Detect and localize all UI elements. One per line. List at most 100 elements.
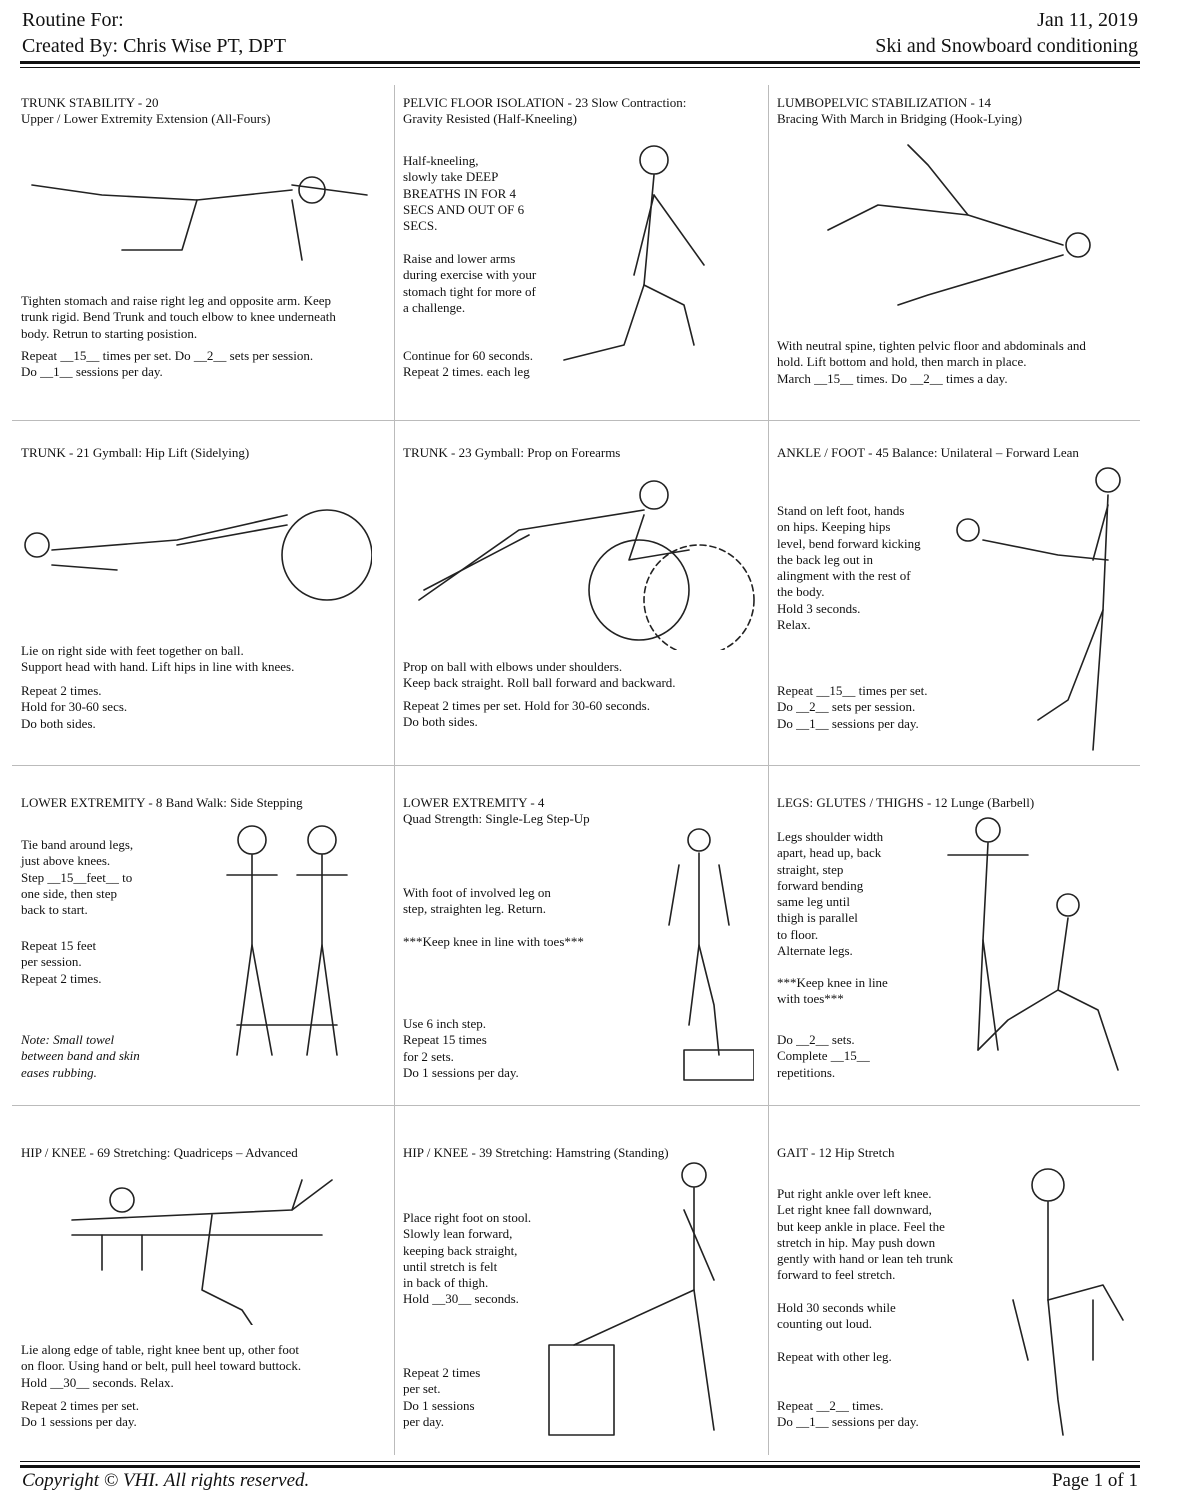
instruction-line: SECS AND OUT OF 6 [403, 201, 525, 217]
instruction-line: stomach tight for more of [403, 283, 536, 299]
instruction-block: With neutral spine, tighten pelvic floor… [777, 338, 1086, 387]
instruction-line: Do 1 sessions [403, 1397, 475, 1413]
figure-limb [698, 944, 720, 1056]
instruction-line: Support head with hand. Lift hips in lin… [21, 659, 295, 675]
instruction-line: Repeat 2 times per set. [21, 1398, 140, 1413]
figure-head [237, 825, 267, 855]
instruction-line: one side, then step [21, 885, 118, 901]
instruction-line: With neutral spine, tighten pelvic floor… [777, 338, 1086, 353]
figure-limb [51, 564, 118, 571]
figure-head [1065, 232, 1091, 258]
exercise-illustration [207, 815, 367, 1085]
exercise-card: TRUNK - 21 Gymball: Hip Lift (Sidelying)… [12, 420, 393, 765]
instruction-line: BREATHS IN FOR 4 [403, 185, 517, 201]
instruction-block: Repeat 2 times per set. Hold for 30-60 s… [403, 698, 650, 731]
instruction-line: Relax. [777, 617, 811, 633]
exercise-card: ANKLE / FOOT - 45 Balance: Unilateral – … [768, 420, 1140, 765]
instruction-line: level, bend forward kicking [777, 535, 921, 551]
exercise-illustration [544, 1160, 764, 1450]
instruction-line: the back leg out in [777, 551, 874, 567]
instruction-line: for 2 sets. [403, 1048, 454, 1064]
instruction-line: on hips. Keeping hips [777, 519, 891, 535]
instruction-line: in back of thigh. [403, 1275, 489, 1291]
instruction-line: the body. [777, 584, 825, 600]
figure-limb [977, 842, 989, 1051]
instruction-line: straight, step [777, 861, 844, 877]
figure-head [681, 1162, 707, 1188]
instruction-line: Repeat 15 times [403, 1032, 487, 1048]
instruction-line: a challenge. [403, 299, 466, 315]
created-by: Created By: Chris Wise PT, DPT [22, 35, 286, 57]
figure-limb [1012, 1299, 1029, 1361]
figure-limb [176, 524, 288, 546]
figure-limb [907, 144, 969, 216]
instruction-line: per day. [403, 1413, 445, 1429]
exercise-card: LEGS: GLUTES / THIGHS - 12 Lunge (Barbel… [768, 765, 1140, 1105]
instruction-line: hold. Lift bottom and hold, then march i… [777, 354, 1027, 370]
instruction-line: Do 1 sessions per day. [403, 1064, 519, 1080]
instruction-line: keeping back straight, [403, 1242, 518, 1258]
instruction-line: Repeat __15__ times per set. [777, 683, 928, 698]
figure-limb [1057, 917, 1119, 1071]
instruction-line: slowly take DEEP [403, 169, 499, 185]
exercise-card: HIP / KNEE - 39 Stretching: Hamstring (S… [394, 1105, 767, 1450]
gymball [643, 544, 755, 656]
instruction-line: Repeat 2 times. [21, 970, 102, 986]
figure-limb [291, 184, 368, 196]
instruction-line: Do __1__ sessions per day. [777, 1414, 919, 1430]
instruction-block: Continue for 60 seconds.Repeat 2 times. … [403, 348, 533, 381]
exercise-title-line: HIP / KNEE - 39 Stretching: Hamstring (S… [403, 1145, 669, 1160]
instruction-block: Prop on ball with elbows under shoulders… [403, 659, 676, 692]
exercise-title-line: PELVIC FLOOR ISOLATION - 23 Slow Contrac… [403, 95, 687, 110]
instruction-line: Do 1 sessions per day. [21, 1414, 137, 1430]
exercise-illustration [993, 1160, 1138, 1450]
exercise-title-line: TRUNK - 21 Gymball: Hip Lift (Sidelying) [21, 445, 250, 460]
instruction-line: on floor. Using hand or belt, pull heel … [21, 1358, 302, 1374]
exercise-title: HIP / KNEE - 39 Stretching: Hamstring (S… [403, 1145, 669, 1161]
page-number: Page 1 of 1 [1051, 1470, 1138, 1491]
figure-limb [291, 199, 303, 261]
figure-limb [418, 509, 645, 601]
instruction-line: thigh is parallel [777, 910, 858, 926]
instruction-line: eases rubbing. [21, 1064, 97, 1080]
figure-limb [573, 1289, 695, 1346]
figure-head [1031, 1168, 1065, 1202]
figure-limb [121, 199, 198, 251]
row-divider [12, 1105, 1140, 1106]
date: Jan 11, 2019 [1037, 9, 1138, 31]
figure-limb [51, 514, 288, 551]
instruction-line: Do __1__ sessions per day. [777, 715, 919, 731]
instruction-line: gently with hand or lean teh trunk [777, 1251, 954, 1267]
instruction-line: body. Retrun to starting posistion. [21, 325, 198, 341]
instruction-line: stretch in hip. May push down [777, 1234, 936, 1250]
instruction-line: until stretch is felt [403, 1258, 498, 1274]
figure-limb [1047, 1299, 1064, 1436]
instruction-line: but keep ankle in place. Feel the [777, 1218, 945, 1234]
exercise-illustration [644, 825, 755, 1095]
exercise-title: TRUNK - 23 Gymball: Prop on Forearms [403, 445, 620, 461]
exercise-illustration [62, 1160, 352, 1330]
program-name: Ski and Snowboard conditioning [875, 35, 1138, 57]
exercise-card: PELVIC FLOOR ISOLATION - 23 Slow Contrac… [394, 85, 767, 420]
instruction-line: Complete __15__ [777, 1048, 870, 1064]
exercise-title-line: Gravity Resisted (Half-Kneeling) [403, 111, 578, 127]
instruction-line: Let right knee fall downward, [777, 1202, 932, 1218]
figure-limb [321, 944, 338, 1056]
figure-head [956, 518, 980, 542]
figure-head [1095, 467, 1121, 493]
instruction-line: With foot of involved leg on [403, 885, 551, 900]
figure-head [639, 480, 669, 510]
copyright: Copyright © VHI. All rights reserved. [22, 1470, 310, 1491]
exercise-illustration [22, 140, 382, 270]
footer-rule-thin [20, 1461, 1140, 1462]
instruction-line: between band and skin [21, 1048, 140, 1064]
exercise-illustration [399, 470, 764, 656]
